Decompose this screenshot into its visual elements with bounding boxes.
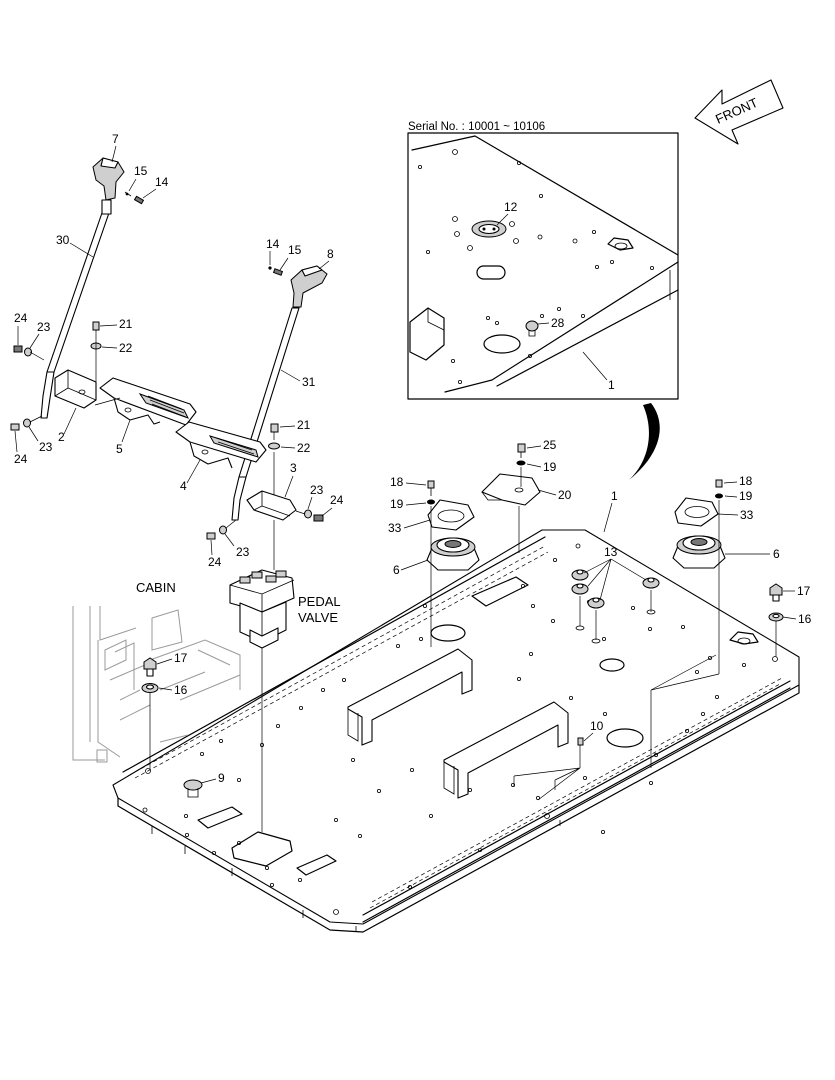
callout-16-right: 16 — [798, 612, 812, 626]
callout-10: 10 — [590, 719, 604, 733]
callout-24-a: 24 — [14, 311, 28, 325]
callout-3: 3 — [290, 461, 297, 475]
callout-6-right: 6 — [773, 547, 780, 561]
callout-14-right: 14 — [266, 237, 280, 251]
callout-22-bottom: 22 — [297, 441, 311, 455]
callout-33-right: 33 — [740, 508, 754, 522]
cabin-label: CABIN — [136, 580, 176, 595]
callout-17-right: 17 — [797, 584, 811, 598]
bracket-20 — [481, 443, 541, 553]
bolt-17-right — [768, 583, 784, 657]
pedal-valve-label-line2: VALVE — [298, 610, 338, 625]
cab-mount-left — [426, 480, 480, 647]
callout-22-top: 22 — [119, 341, 133, 355]
callout-19-mid: 19 — [543, 460, 557, 474]
detail-inset-frame — [407, 132, 679, 400]
rubber-mounts-13 — [571, 558, 660, 644]
screw-10 — [513, 737, 584, 801]
callout-19-left: 19 — [390, 497, 404, 511]
callout-13: 13 — [604, 545, 618, 559]
callout-1-main: 1 — [611, 489, 618, 503]
callout-24-c: 24 — [330, 493, 344, 507]
callout-7: 7 — [112, 132, 119, 146]
callout-2: 2 — [58, 430, 65, 444]
plug-9 — [183, 779, 203, 798]
lever-left-assembly — [10, 157, 197, 431]
callout-14-left: 14 — [155, 175, 169, 189]
callout-30: 30 — [56, 233, 70, 247]
pedal-valve-label-line1: PEDAL — [298, 594, 341, 609]
callout-12: 12 — [504, 200, 518, 214]
bolt-17-left — [141, 657, 159, 770]
callout-15-left: 15 — [134, 164, 148, 178]
callout-8: 8 — [327, 247, 334, 261]
cab-mount-right — [650, 479, 726, 691]
callout-9: 9 — [218, 771, 225, 785]
callout-23-c: 23 — [310, 483, 324, 497]
serial-number-label: Serial No. : 10001 ~ 10106 — [408, 121, 545, 133]
callout-23-b: 23 — [39, 440, 53, 454]
callout-4: 4 — [180, 479, 187, 493]
callout-33-left: 33 — [388, 521, 402, 535]
callout-18-left: 18 — [390, 475, 404, 489]
callout-24-d: 24 — [208, 555, 222, 569]
callout-15-right: 15 — [288, 243, 302, 257]
callout-6-left: 6 — [393, 563, 400, 577]
cabin-outline — [72, 606, 241, 763]
detail-inset-plate — [409, 135, 679, 393]
callout-20: 20 — [558, 488, 572, 502]
floor-plate — [112, 529, 800, 933]
callout-19-right: 19 — [739, 489, 753, 503]
lever-right-assembly — [175, 265, 328, 540]
callout-18-right: 18 — [739, 474, 753, 488]
callout-31: 31 — [302, 375, 316, 389]
callout-25: 25 — [543, 438, 557, 452]
callout-23-a: 23 — [37, 320, 51, 334]
callout-16-left: 16 — [174, 683, 188, 697]
callout-5: 5 — [116, 442, 123, 456]
callout-1-detail: 1 — [608, 378, 615, 392]
detail-pointer-icon — [629, 403, 660, 480]
callout-24-b: 24 — [14, 452, 28, 466]
callout-21-top: 21 — [119, 317, 133, 331]
callout-21-bottom: 21 — [297, 418, 311, 432]
callout-28: 28 — [551, 316, 565, 330]
callout-17-left: 17 — [174, 651, 188, 665]
callout-23-d: 23 — [236, 545, 250, 559]
pedal-valve — [229, 520, 295, 832]
front-arrow-icon: FRONT — [694, 79, 784, 145]
